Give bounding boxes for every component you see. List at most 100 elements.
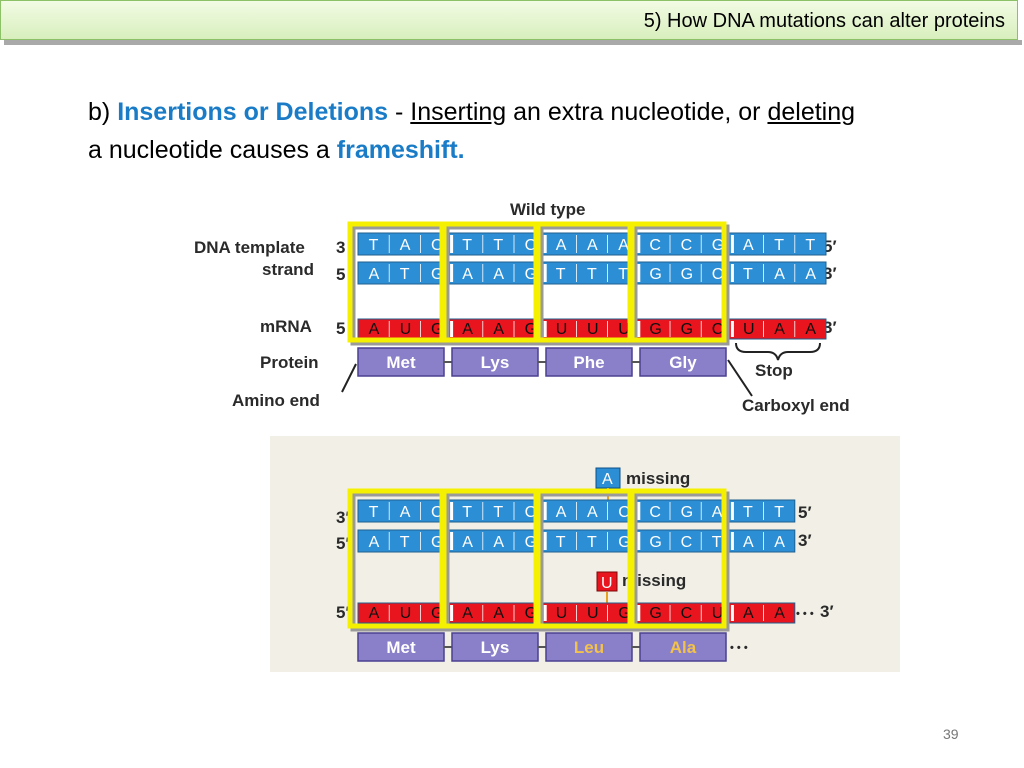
wt-mrna-base: A bbox=[805, 321, 816, 338]
missing-u-box bbox=[596, 571, 618, 592]
mt-mrna-base: U bbox=[556, 605, 568, 622]
bullet-deleting: deleting bbox=[767, 98, 856, 126]
wt-mrna-base: U bbox=[743, 321, 755, 338]
mt-template-base: G bbox=[681, 504, 693, 521]
wt-template-base: A bbox=[618, 237, 629, 254]
mt-template-base: A bbox=[712, 504, 723, 521]
mt-codon-box bbox=[629, 488, 727, 629]
mt-mrna-base: U bbox=[400, 605, 412, 622]
wt-mrna-base: A bbox=[369, 321, 380, 338]
mt-mrna-base: U bbox=[712, 605, 724, 622]
mt-template-base: C bbox=[649, 504, 661, 521]
wt-mrna-base: G bbox=[649, 321, 661, 338]
mt-protein-dots: • • • bbox=[730, 642, 748, 654]
mt-template-base: A bbox=[587, 504, 598, 521]
amino-pointer bbox=[341, 363, 357, 393]
mt-mrna-base: A bbox=[774, 605, 785, 622]
mt-codon-box-shadow bbox=[632, 491, 730, 632]
mt-coding-base: T bbox=[712, 534, 722, 551]
wt-template-base: C bbox=[431, 237, 443, 254]
mt-coding-base: T bbox=[400, 534, 410, 551]
mt-coding-base: A bbox=[493, 534, 504, 551]
wt-template-base: T bbox=[774, 237, 784, 254]
mt-amino-acid: Met bbox=[386, 638, 416, 657]
wt-coding-base: A bbox=[462, 266, 473, 283]
mt-mrna-base: C bbox=[681, 605, 693, 622]
mt-mrna-base: U bbox=[587, 605, 599, 622]
mt-template-base: C bbox=[431, 504, 443, 521]
stop-bracket bbox=[735, 342, 821, 361]
wt-mrna-base: A bbox=[774, 321, 785, 338]
mt-template-base: T bbox=[493, 504, 503, 521]
wt-coding-base: T bbox=[743, 266, 753, 283]
wt-amino-acid: Lys bbox=[481, 353, 510, 372]
wt-amino-acid-box bbox=[639, 347, 727, 377]
mt-amino-acid-box bbox=[545, 632, 633, 662]
carboxyl-pointer bbox=[727, 359, 753, 397]
missing-u-letter: U bbox=[601, 575, 613, 592]
wt-coding-base: T bbox=[400, 266, 410, 283]
wt-mrna-end-left: 5 bbox=[336, 319, 345, 338]
wt-template-base: T bbox=[462, 237, 472, 254]
missing-u-label: missing bbox=[622, 571, 686, 590]
wt-coding-base: T bbox=[587, 266, 597, 283]
header-bar: 5) How DNA mutations can alter proteins bbox=[0, 0, 1018, 40]
wt-mrna-base: U bbox=[618, 321, 630, 338]
mt-mrna-base: G bbox=[649, 605, 661, 622]
wt-codon-boxes bbox=[347, 221, 730, 346]
wt-mrna-base: A bbox=[493, 321, 504, 338]
missing-a-label: missing bbox=[626, 469, 690, 488]
missing-a-letter: A bbox=[602, 471, 613, 488]
slide-title: 5) How DNA mutations can alter proteins bbox=[643, 10, 1005, 32]
bullet-middle-1: an extra nucleotide, or bbox=[506, 98, 768, 126]
mt-amino-acid-box bbox=[639, 632, 727, 662]
wt-codon-box bbox=[629, 221, 727, 343]
wt-codon-box-shadow bbox=[632, 224, 730, 346]
mt-template-base: C bbox=[618, 504, 630, 521]
mt-template-base: T bbox=[774, 504, 784, 521]
wt-coding-base: G bbox=[649, 266, 661, 283]
wt-coding-end-left: 5 bbox=[336, 265, 345, 284]
wt-mrna-base: C bbox=[712, 321, 724, 338]
page-number: 39 bbox=[943, 726, 959, 742]
wt-amino-acid: Met bbox=[386, 353, 416, 372]
mt-amino-acid: Ala bbox=[670, 638, 697, 657]
stop-label: Stop bbox=[755, 361, 793, 380]
wt-coding-base: A bbox=[774, 266, 785, 283]
wt-template-end-left: 3 bbox=[336, 238, 345, 257]
mt-template-base: C bbox=[525, 504, 537, 521]
wt-coding-base: C bbox=[712, 266, 724, 283]
mt-mrna-dots: • • • bbox=[796, 608, 814, 620]
wt-coding-base: A bbox=[369, 266, 380, 283]
wt-coding-base: T bbox=[556, 266, 566, 283]
mt-template-end-right: 5′ bbox=[798, 503, 812, 522]
mt-mrna-end-left: 5′ bbox=[336, 603, 350, 622]
dna-template-label: DNA template bbox=[194, 238, 305, 257]
wt-template-base: A bbox=[587, 237, 598, 254]
mt-mrna-base: A bbox=[369, 605, 380, 622]
wt-coding-base: T bbox=[618, 266, 628, 283]
wt-template-base: A bbox=[556, 237, 567, 254]
mt-coding-base: A bbox=[462, 534, 473, 551]
bullet-prefix: b) bbox=[88, 98, 118, 126]
mt-coding-base: T bbox=[556, 534, 566, 551]
wt-amino-acid-box bbox=[545, 347, 633, 377]
mt-template-base: T bbox=[462, 504, 472, 521]
wt-template-base: C bbox=[649, 237, 661, 254]
wt-template-body bbox=[357, 232, 827, 256]
mt-mrna-base: A bbox=[743, 605, 754, 622]
mt-mrna-end-right: 3′ bbox=[820, 602, 834, 621]
strand-label: strand bbox=[262, 260, 314, 279]
wt-mrna-base: G bbox=[681, 321, 693, 338]
mt-template-end-left: 3′ bbox=[336, 508, 350, 527]
wt-mrna-base: U bbox=[400, 321, 412, 338]
wt-mrna-base: A bbox=[462, 321, 473, 338]
wt-template-base: A bbox=[400, 237, 411, 254]
bullet-inserting: Inserting bbox=[410, 98, 507, 126]
